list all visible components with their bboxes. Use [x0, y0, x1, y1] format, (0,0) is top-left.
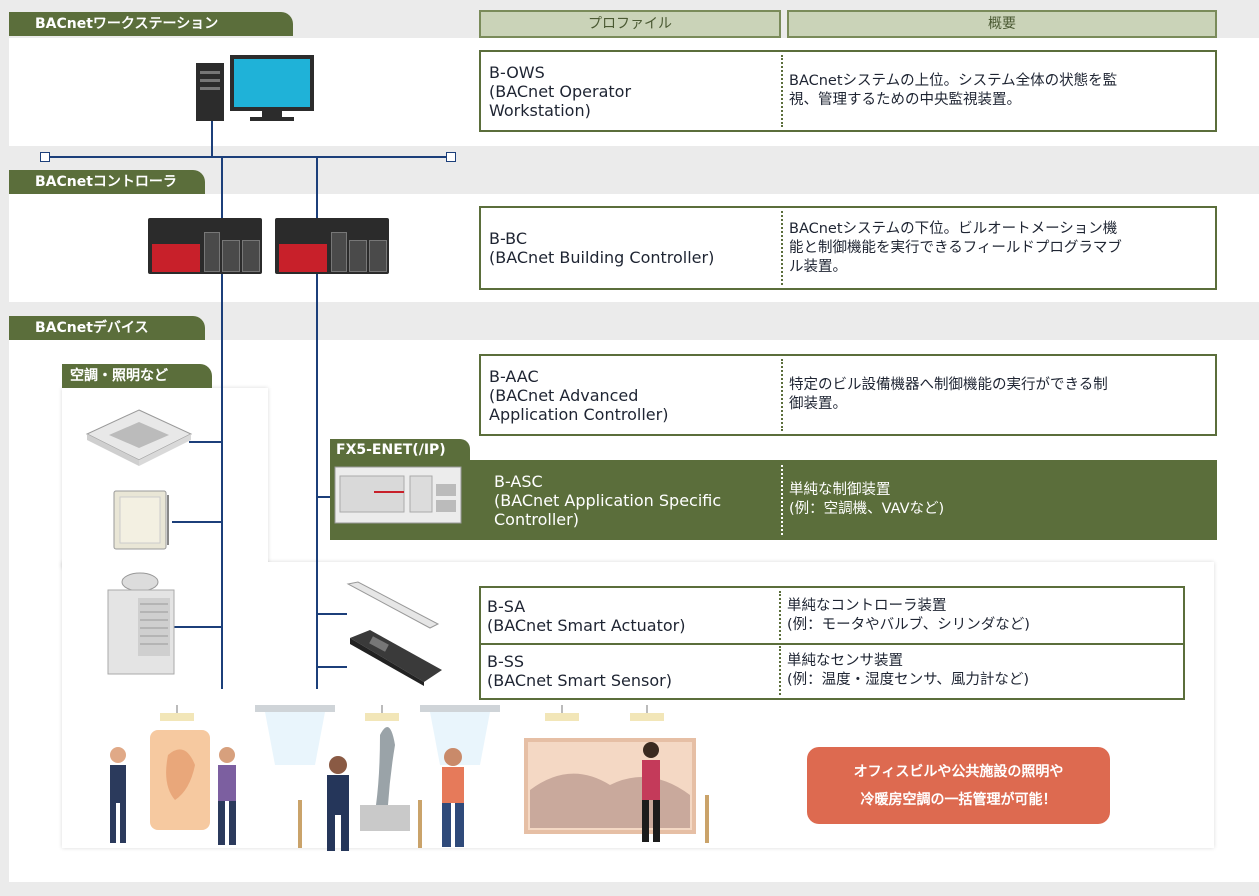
- callout-text: オフィスビルや公共施設の照明や: [853, 763, 1064, 780]
- profile-table-actuator-sensor: [479, 586, 1185, 700]
- profile-name: B-SS: [487, 651, 525, 671]
- hvac-branch-3: [174, 626, 222, 628]
- museum-scene-illustration: [110, 705, 709, 851]
- column-separator: [781, 211, 783, 285]
- fx5-enet-module-icon: [334, 466, 462, 524]
- section-tab-controller: BACnetコントローラ: [9, 170, 205, 194]
- profile-name: B-AAC: [489, 366, 539, 386]
- profile-fullname: Application Controller): [489, 404, 669, 424]
- fx5-branch: [317, 496, 330, 498]
- profile-description: ル装置。: [789, 258, 847, 275]
- profile-fullname: (BACnet Building Controller): [489, 248, 715, 267]
- hvac-branch-1: [189, 441, 222, 443]
- terminator-left: [40, 152, 50, 162]
- row-divider: [481, 643, 1183, 645]
- bus-line-left: [221, 157, 223, 689]
- linear-light-icon: [346, 581, 440, 629]
- column-separator: [779, 591, 781, 640]
- profile-fullname: (BACnet Smart Sensor): [487, 670, 672, 690]
- controller-plc-icon-2: [275, 218, 389, 274]
- workstation-tower-icon: [196, 63, 224, 121]
- profile-description: (例：温度・湿度センサ、風力計など): [787, 671, 1030, 688]
- backbone-line: [48, 156, 452, 158]
- profile-description: 単純なコントローラ装置: [787, 597, 947, 614]
- actuator-branch: [317, 666, 347, 668]
- monitor-base-icon: [250, 117, 294, 121]
- linear-actuator-icon: [350, 630, 442, 686]
- column-separator: [781, 55, 783, 127]
- monitor-stand-icon: [262, 111, 282, 119]
- profile-description: 視、管理するための中央監視装置。: [789, 92, 1021, 108]
- bus-line-right: [316, 157, 318, 689]
- profile-description: (例：空調機、VAVなど): [789, 501, 945, 517]
- ows-drop-line: [211, 120, 213, 157]
- profile-name: B-ASC: [494, 471, 543, 491]
- profile-row-bss: B-SS(BACnet Smart Sensor) 単純なセンサ装置 (例：温度・…: [479, 643, 1185, 698]
- section-tab-hvac: 空調・照明など: [62, 364, 212, 388]
- profile-description: 特定のビル設備機器へ制御機能の実行ができる制: [789, 377, 1108, 393]
- ceiling-cassette-icon: [85, 409, 193, 466]
- profile-fullname: (BACnet Advanced: [489, 385, 639, 405]
- terminator-right: [446, 152, 456, 162]
- callout-text: 冷暖房空調の一括管理が可能！: [860, 791, 1057, 808]
- section-tab-device: BACnetデバイス: [9, 316, 205, 340]
- column-separator: [781, 465, 783, 535]
- column-separator: [779, 646, 781, 695]
- profile-description: 御装置。: [789, 396, 847, 412]
- column-header-profile: プロファイル: [479, 10, 781, 38]
- profile-description: (例：モータやバルブ、シリンダなど): [787, 616, 1030, 633]
- column-separator: [781, 359, 783, 431]
- lighting-branch: [317, 613, 347, 615]
- fx5-label-tab: [330, 439, 470, 461]
- profile-description: BACnetシステムの上位。システム全体の状態を監: [789, 73, 1118, 89]
- profile-description: 能と制御機能を実行できるフィールドプログラマブ: [789, 239, 1122, 256]
- outdoor-unit-icon: [107, 572, 175, 675]
- wall-thermostat-icon: [113, 490, 169, 550]
- profile-name: B-BC: [489, 229, 528, 248]
- controller-plc-icon-1: [148, 218, 262, 274]
- callout-bubble: オフィスビルや公共施設の照明や 冷暖房空調の一括管理が可能！: [807, 747, 1110, 824]
- profile-description: 単純な制御装置: [789, 482, 891, 498]
- profile-fullname: (BACnet Operator: [489, 81, 632, 101]
- profile-row-bsa: B-SA(BACnet Smart Actuator) 単純なコントローラ装置 (…: [479, 588, 1185, 643]
- profile-description: BACnetシステムの下位。ビルオートメーション機: [789, 220, 1118, 237]
- profile-fullname: (BACnet Smart Actuator): [487, 615, 686, 635]
- workstation-monitor-icon: [230, 55, 314, 111]
- profile-name: B-SA: [487, 596, 526, 616]
- profile-description: 単純なセンサ装置: [787, 652, 903, 669]
- profile-fullname: Workstation): [489, 100, 591, 120]
- profile-fullname: (BACnet Application Specific: [494, 490, 722, 510]
- section-tab-workstation: BACnetワークステーション: [9, 12, 293, 36]
- profile-fullname: Controller): [494, 509, 579, 529]
- hvac-branch-2: [172, 521, 222, 523]
- profile-name: B-OWS: [489, 62, 545, 82]
- fx5-label: FX5-ENET(/IP): [336, 442, 446, 458]
- column-header-overview: 概要: [787, 10, 1217, 38]
- profile-row-bbc: B-BC(BACnet Building Controller) BACnetシ…: [479, 206, 1217, 290]
